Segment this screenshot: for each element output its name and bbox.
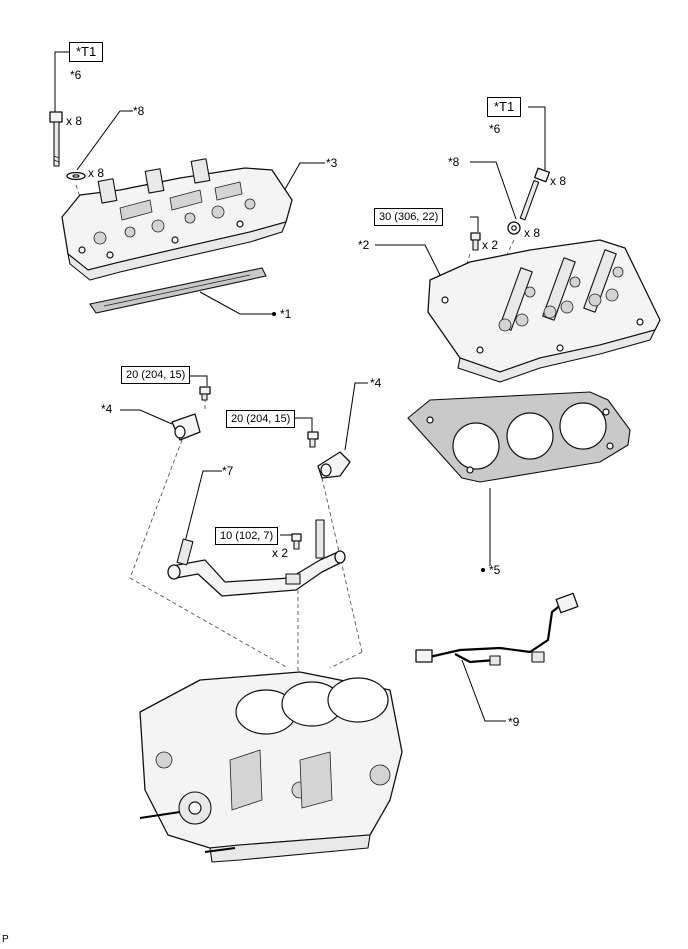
corner-mark: P bbox=[2, 934, 9, 945]
torque-sensor-right: 20 (204, 15) bbox=[226, 410, 296, 428]
tool-label-left: *T1 bbox=[69, 42, 104, 62]
cylinder-head-right bbox=[427, 239, 661, 383]
cylinder-head-left bbox=[61, 158, 293, 281]
head-bolt-left bbox=[49, 111, 63, 167]
crank-sprocket bbox=[178, 791, 212, 825]
knock-sensor-left bbox=[171, 386, 211, 441]
head-bolt-right bbox=[519, 167, 550, 221]
torque-head: 30 (306, 22) bbox=[374, 208, 444, 226]
wire-harness bbox=[415, 592, 579, 666]
callout-8-left: *8 bbox=[133, 104, 145, 118]
leader-lines bbox=[54, 51, 546, 722]
washer-right bbox=[507, 221, 521, 235]
torque-sensor-left: 20 (204, 15) bbox=[121, 366, 191, 384]
callout-3: *3 bbox=[326, 156, 338, 170]
callout-4-left: *4 bbox=[101, 402, 113, 416]
callout-1: *1 bbox=[280, 307, 292, 321]
torque-pipe: 10 (102, 7) bbox=[215, 527, 279, 545]
callout-6-left: *6 bbox=[70, 68, 82, 82]
callout-5: *5 bbox=[489, 563, 501, 577]
knock-sensor-right bbox=[307, 431, 351, 479]
bypass-pipe bbox=[167, 519, 346, 597]
qty-washer-right: x 8 bbox=[524, 226, 541, 240]
head-gasket-left bbox=[89, 267, 267, 314]
callout-9: *9 bbox=[508, 715, 520, 729]
non-reusable-mark-5 bbox=[481, 568, 485, 572]
qty-bolt-left: x 8 bbox=[66, 114, 83, 128]
valve-springs bbox=[498, 266, 624, 332]
callout-8-right: *8 bbox=[448, 155, 460, 169]
callout-4-right: *4 bbox=[370, 376, 382, 390]
qty-washer-left: x 8 bbox=[88, 166, 105, 180]
non-reusable-mark-1 bbox=[272, 312, 276, 316]
callout-7: *7 bbox=[222, 464, 234, 478]
head-gasket-right bbox=[407, 391, 631, 483]
qty-pipe-bolt: x 2 bbox=[272, 546, 289, 560]
tool-label-right: *T1 bbox=[487, 97, 522, 117]
callout-2: *2 bbox=[358, 238, 370, 252]
small-bolt-right bbox=[470, 232, 481, 251]
cylinder-block bbox=[139, 671, 403, 863]
qty-bolt-right: x 8 bbox=[550, 174, 567, 188]
washer-left bbox=[66, 171, 86, 181]
callout-6-right: *6 bbox=[489, 122, 501, 136]
qty-head-bolt: x 2 bbox=[482, 238, 499, 252]
